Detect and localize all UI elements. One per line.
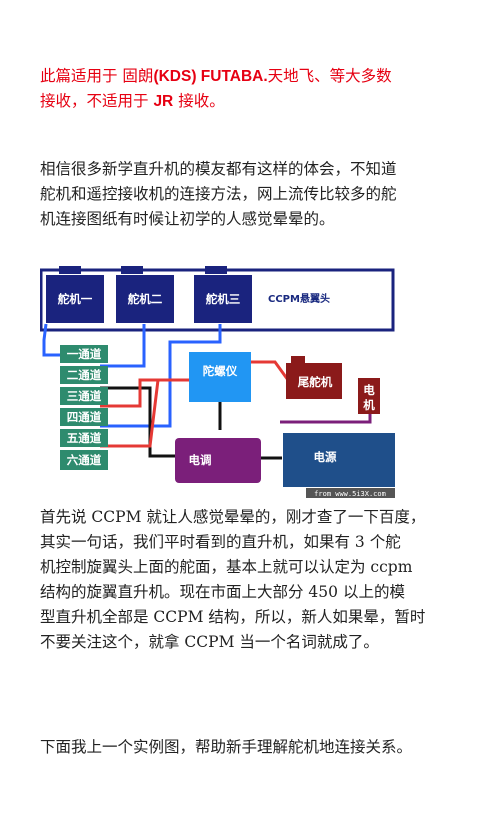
intro-paragraph: 相信很多新学直升机的模友都有这样的体会，不知道 舵机和遥控接收机的连接方法，网上… xyxy=(40,160,397,228)
servo2-cap xyxy=(121,266,143,274)
servo3-cap xyxy=(205,266,227,274)
servo-wiring-diagram: 舵机一 舵机二 舵机三 CCPM悬翼头 一通道 二通道 三通道 四通道 五通道 … xyxy=(40,262,395,498)
tail-servo-cap xyxy=(291,356,305,363)
wire-ch6 xyxy=(100,324,222,428)
channel-box-5 xyxy=(60,429,108,447)
channel-label-3: 三通道 xyxy=(67,389,102,403)
motor-label-bottom: 机 xyxy=(363,398,375,412)
channel-label-6: 六通道 xyxy=(67,453,102,467)
power-box xyxy=(283,433,395,487)
watermark-bg xyxy=(306,488,395,498)
servo2-label: 舵机二 xyxy=(128,292,163,306)
channel-label-2: 二通道 xyxy=(67,368,102,382)
servo1-box xyxy=(46,275,104,323)
esc-box xyxy=(175,438,261,483)
ccpm-head-label: CCPM悬翼头 xyxy=(268,292,330,305)
tail-servo-box xyxy=(286,363,342,399)
wire-ch1 xyxy=(42,323,60,357)
example-intro-paragraph: 下面我上一个实例图，帮助新手理解舵机地连接关系。 xyxy=(40,738,413,756)
notice-paragraph: 此篇适用于 固朗(KDS) FUTABA.天地飞、等大多数 接收，不适用于 JR… xyxy=(40,64,470,114)
receiver-channels: 一通道 二通道 三通道 四通道 五通道 六通道 xyxy=(60,345,108,470)
ccpm-explanation-paragraph: 首先说 CCPM 就让人感觉晕晕的，刚才查了一下百度， 其实一句话，我们平时看到… xyxy=(40,508,426,651)
notice-line2: 接收，不适用于 JR 接收。 xyxy=(40,92,225,110)
channel-label-1: 一通道 xyxy=(67,347,102,361)
wire-gyro-tail xyxy=(250,360,290,381)
gyro-label: 陀螺仪 xyxy=(203,364,238,378)
wire-ch3-esc xyxy=(100,386,175,458)
channel-label-4: 四通道 xyxy=(67,410,102,424)
watermark-text: from www.5i3X.com xyxy=(314,490,386,498)
esc-label: 电调 xyxy=(189,453,212,467)
channel-label-5: 五通道 xyxy=(67,431,102,445)
wires xyxy=(42,323,372,460)
gyro-box xyxy=(189,352,251,402)
channel-box-1 xyxy=(60,345,108,363)
channel-box-4 xyxy=(60,408,108,426)
servo2-box xyxy=(116,275,174,323)
channel-box-2 xyxy=(60,366,108,384)
wire-ch5-gyro xyxy=(100,378,190,448)
servo1-label: 舵机一 xyxy=(58,292,93,306)
servo1-cap xyxy=(59,266,81,274)
motor-label-top: 电 xyxy=(363,383,375,397)
power-label: 电源 xyxy=(314,450,337,464)
notice-line1: 此篇适用于 固朗(KDS) FUTABA.天地飞、等大多数 xyxy=(40,67,392,85)
channel-box-6 xyxy=(60,450,108,470)
servo3-box xyxy=(194,275,252,323)
wire-ch2 xyxy=(100,324,146,368)
servo3-label: 舵机三 xyxy=(206,292,241,306)
channel-box-3 xyxy=(60,387,108,405)
motor-box xyxy=(358,378,380,414)
tail-servo-label: 尾舵机 xyxy=(297,375,333,389)
